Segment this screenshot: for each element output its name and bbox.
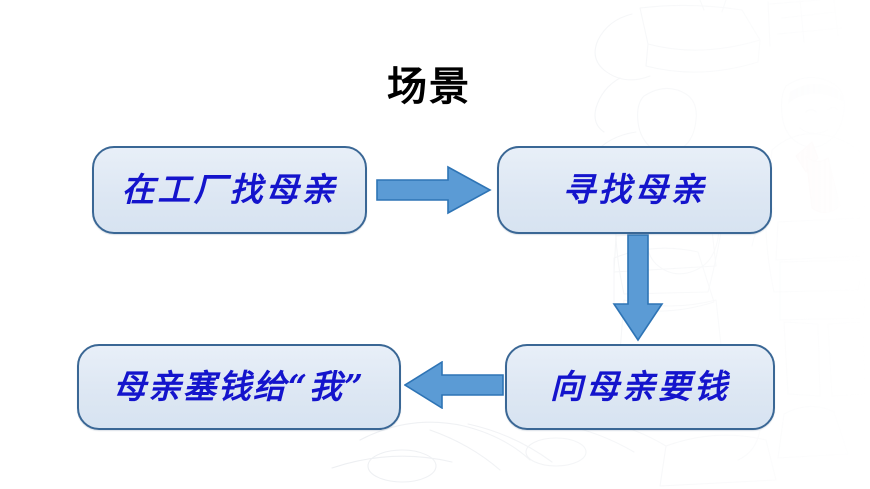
flow-node-find-mother-at-factory[interactable]: 在工厂找母亲 xyxy=(92,146,367,234)
flow-node-ask-mother-for-money[interactable]: 向母亲要钱 xyxy=(505,344,775,430)
arrow-left-icon xyxy=(404,361,504,409)
flow-node-label: 母亲塞钱给“我” xyxy=(113,367,365,406)
flow-node-label: 寻找母亲 xyxy=(562,170,707,209)
flow-node-searching-for-mother[interactable]: 寻找母亲 xyxy=(497,146,772,234)
flow-node-label: 向母亲要钱 xyxy=(550,367,730,406)
arrow-down-icon xyxy=(612,234,664,342)
arrow-right-icon xyxy=(376,165,492,215)
page-title: 场景 xyxy=(0,64,870,110)
flow-node-mother-gives-money[interactable]: 母亲塞钱给“我” xyxy=(77,344,401,430)
page-title-text: 场景 xyxy=(387,64,471,110)
flow-node-label: 在工厂找母亲 xyxy=(121,170,338,209)
